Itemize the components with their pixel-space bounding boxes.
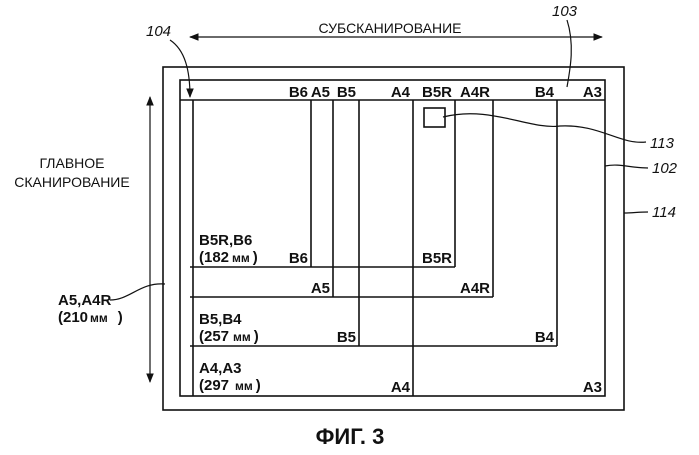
size-label: B4 <box>535 329 555 346</box>
size-label: B5 <box>337 329 356 346</box>
group-dim: (182мм) <box>199 249 258 266</box>
size-label: A4 <box>391 379 411 396</box>
group-title: B5,B4 <box>199 311 242 328</box>
size-label: B5R <box>422 250 452 267</box>
size-label: A5 <box>311 280 330 297</box>
top-size-labels: B6 A5 B5 A4 B5R A4R B4 A3 <box>289 84 602 101</box>
figure-caption: ФИГ. 3 <box>316 424 385 449</box>
ref-114: 114 <box>652 204 676 221</box>
leader-103 <box>567 20 571 87</box>
size-label: A4R <box>460 280 490 297</box>
main-scan-label-1: ГЛАВНОЕ <box>40 155 105 171</box>
svg-text:B5R: B5R <box>422 84 452 101</box>
size-label: A3 <box>583 379 602 396</box>
leader-114 <box>624 212 648 213</box>
group-dim: (210мм) <box>58 309 123 326</box>
leader-102 <box>605 165 648 168</box>
group-title: A5,A4R <box>58 292 112 309</box>
svg-text:B4: B4 <box>535 84 555 101</box>
size-label: B6 <box>289 250 308 267</box>
group-dim: (297мм) <box>199 377 261 394</box>
group-title: B5R,B6 <box>199 232 252 249</box>
svg-text:A3: A3 <box>583 84 602 101</box>
reference-mark-113 <box>424 108 445 127</box>
main-scan-label-2: СКАНИРОВАНИЕ <box>14 174 129 190</box>
group-dim: (257мм) <box>199 328 259 345</box>
svg-text:A4R: A4R <box>460 84 490 101</box>
ref-104: 104 <box>146 23 171 40</box>
svg-text:B5: B5 <box>337 84 356 101</box>
leader-113 <box>443 114 646 143</box>
svg-text:A5: A5 <box>311 84 330 101</box>
ref-113: 113 <box>650 135 675 152</box>
vertical-size-lines <box>311 100 557 396</box>
sub-scan-label: СУБСКАНИРОВАНИЕ <box>319 20 462 36</box>
ref-102: 102 <box>652 160 678 177</box>
leader-line <box>110 284 165 300</box>
svg-text:A4: A4 <box>391 84 411 101</box>
group-title: A4,A3 <box>199 360 242 377</box>
svg-text:B6: B6 <box>289 84 308 101</box>
ref-103: 103 <box>552 3 578 20</box>
